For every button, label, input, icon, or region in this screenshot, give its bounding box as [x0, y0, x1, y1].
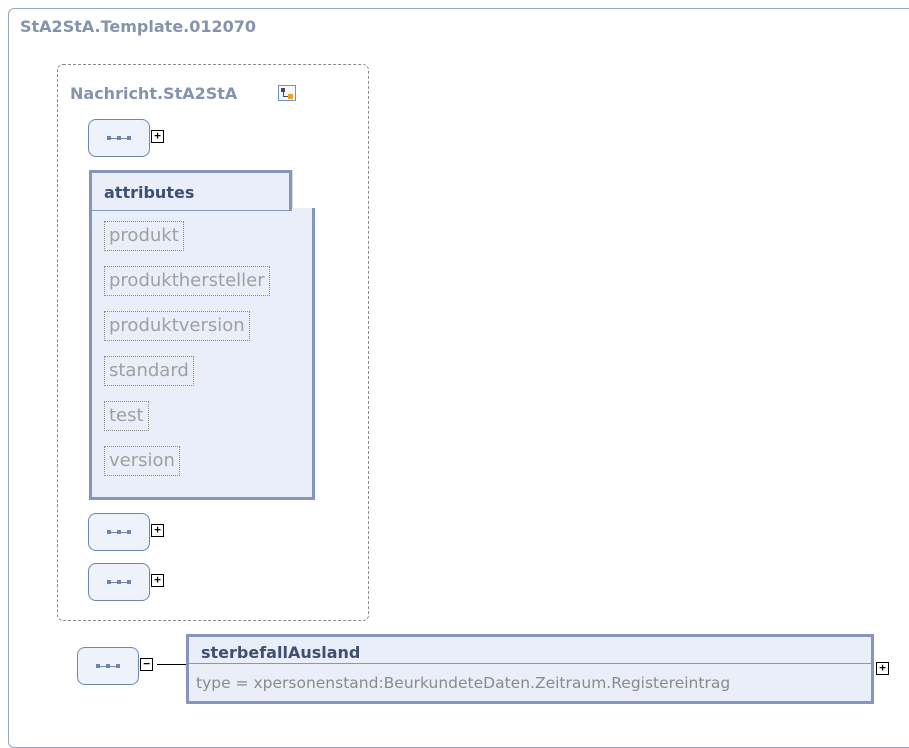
- element-box[interactable]: sterbefallAusland type = xpersonenstand:…: [186, 634, 874, 704]
- attributes-notch: [292, 170, 316, 208]
- template-title: StA2StA.Template.012070: [20, 17, 257, 36]
- attributes-title: attributes: [104, 183, 195, 202]
- attribute-item[interactable]: standard: [104, 356, 194, 386]
- sequence-icon[interactable]: [77, 647, 139, 685]
- sequence-icon[interactable]: [88, 563, 150, 601]
- group-title: Nachricht.StA2StA: [70, 84, 238, 103]
- sequence-icon[interactable]: [88, 513, 150, 551]
- expand-icon[interactable]: +: [151, 524, 164, 537]
- element-name: sterbefallAusland: [201, 643, 361, 662]
- expand-icon[interactable]: +: [151, 130, 164, 143]
- attribute-item[interactable]: version: [104, 446, 180, 476]
- collapse-icon[interactable]: −: [140, 658, 153, 671]
- connector-line: [157, 664, 186, 665]
- attributes-header: attributes: [92, 173, 292, 211]
- attribute-item[interactable]: test: [104, 401, 149, 431]
- attribute-item[interactable]: produkthersteller: [104, 266, 270, 296]
- expand-icon[interactable]: +: [151, 574, 164, 587]
- type-definition-icon: [278, 85, 296, 101]
- expand-icon[interactable]: +: [876, 662, 889, 675]
- element-type: type = xpersonenstand:BeurkundeteDaten.Z…: [196, 674, 731, 692]
- sequence-icon[interactable]: [88, 119, 150, 157]
- group-box: [57, 64, 369, 621]
- attribute-item[interactable]: produkt: [104, 221, 184, 251]
- attributes-group: attributes produkt produkthersteller pro…: [89, 170, 316, 500]
- element-divider: [189, 663, 871, 664]
- attribute-item[interactable]: produktversion: [104, 311, 250, 341]
